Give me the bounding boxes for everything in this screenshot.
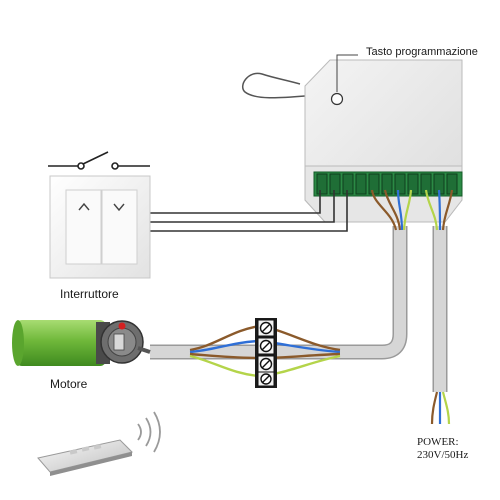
terminal: [355, 173, 367, 195]
terminal: [368, 173, 380, 195]
switch-symbol-icon: [48, 151, 150, 170]
cable-to-motor: [150, 226, 408, 360]
motor: [12, 320, 151, 366]
power-end-wires: [430, 391, 451, 425]
wireless-signal-icon: [137, 411, 161, 453]
power-label-line1: POWER:: [417, 436, 459, 448]
switch-wires: [150, 190, 348, 232]
power-label-line2: 230V/50Hz: [417, 449, 469, 461]
terminal: [381, 173, 393, 195]
terminal: [394, 173, 406, 195]
terminal: [329, 173, 341, 195]
down-arrow-icon: [113, 203, 125, 212]
program-button-leader: [336, 54, 358, 92]
module-wires-power: [424, 189, 454, 231]
terminal: [407, 173, 419, 195]
antenna-wire: [241, 72, 306, 99]
switch-down-button[interactable]: [101, 189, 138, 265]
terminal: [342, 173, 354, 195]
module-wires-motor: [370, 189, 413, 231]
remote-control[interactable]: [37, 439, 133, 476]
terminal: [316, 173, 328, 195]
terminal-block: [313, 171, 463, 197]
up-arrow-icon: [78, 202, 90, 211]
program-button[interactable]: [330, 92, 344, 106]
switch-label: Interruttore: [60, 287, 119, 301]
connector-block: [255, 318, 277, 388]
wall-switch: [49, 175, 151, 279]
motor-label: Motore: [50, 377, 88, 391]
program-button-label: Tasto programmazione: [366, 46, 478, 58]
power-label: POWER: 230V/50Hz: [417, 436, 468, 462]
switch-up-button[interactable]: [65, 189, 102, 265]
